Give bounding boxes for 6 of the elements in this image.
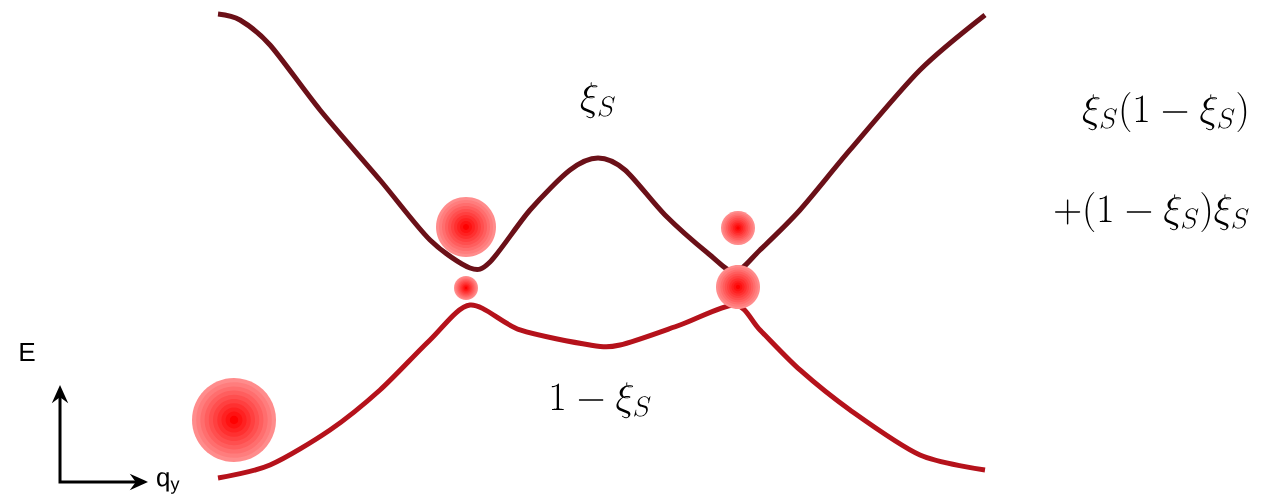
label: $\xi_S(1-\xi_S)$	[1082, 92, 1247, 132]
label: q$_{y}$	[157, 472, 180, 494]
label: $1-\xi_S$	[551, 382, 651, 419]
label: $+(1-\xi_S)\xi_S$	[1055, 192, 1249, 232]
label: E	[20, 343, 35, 361]
label: $\xi_S$	[580, 82, 615, 119]
